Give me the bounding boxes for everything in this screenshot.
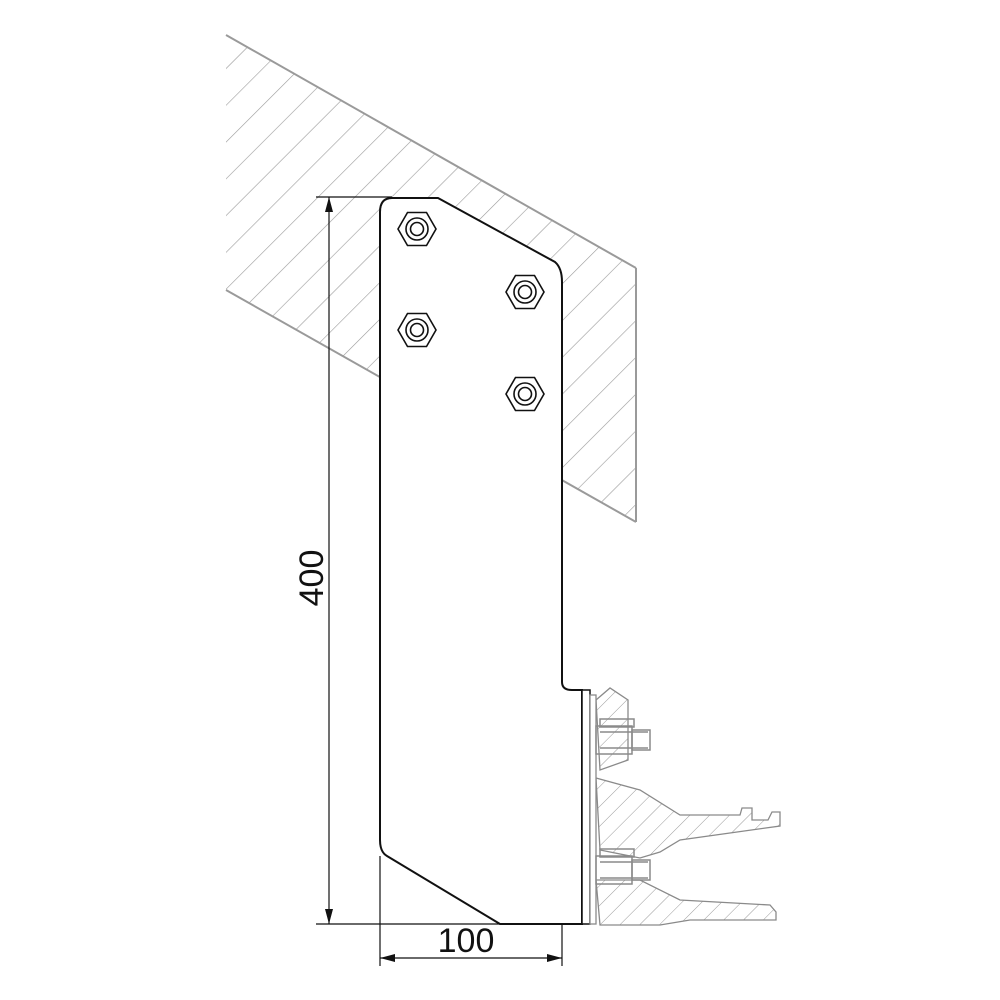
bracket-plate	[379, 197, 583, 925]
bolt-icon	[595, 718, 651, 755]
width-dimension-label: 100	[438, 922, 495, 960]
bolt-group	[397, 211, 545, 412]
hex-nut-icon	[397, 211, 437, 247]
hex-nut-icon	[505, 376, 545, 412]
height-dimension-label: 400	[293, 550, 331, 607]
bolt-icon	[595, 848, 651, 885]
width-dimension: 100	[379, 856, 563, 966]
hex-nut-icon	[505, 274, 545, 310]
hex-nut-icon	[397, 312, 437, 348]
height-dimension: 400	[293, 196, 500, 925]
rail-profile	[581, 687, 781, 926]
